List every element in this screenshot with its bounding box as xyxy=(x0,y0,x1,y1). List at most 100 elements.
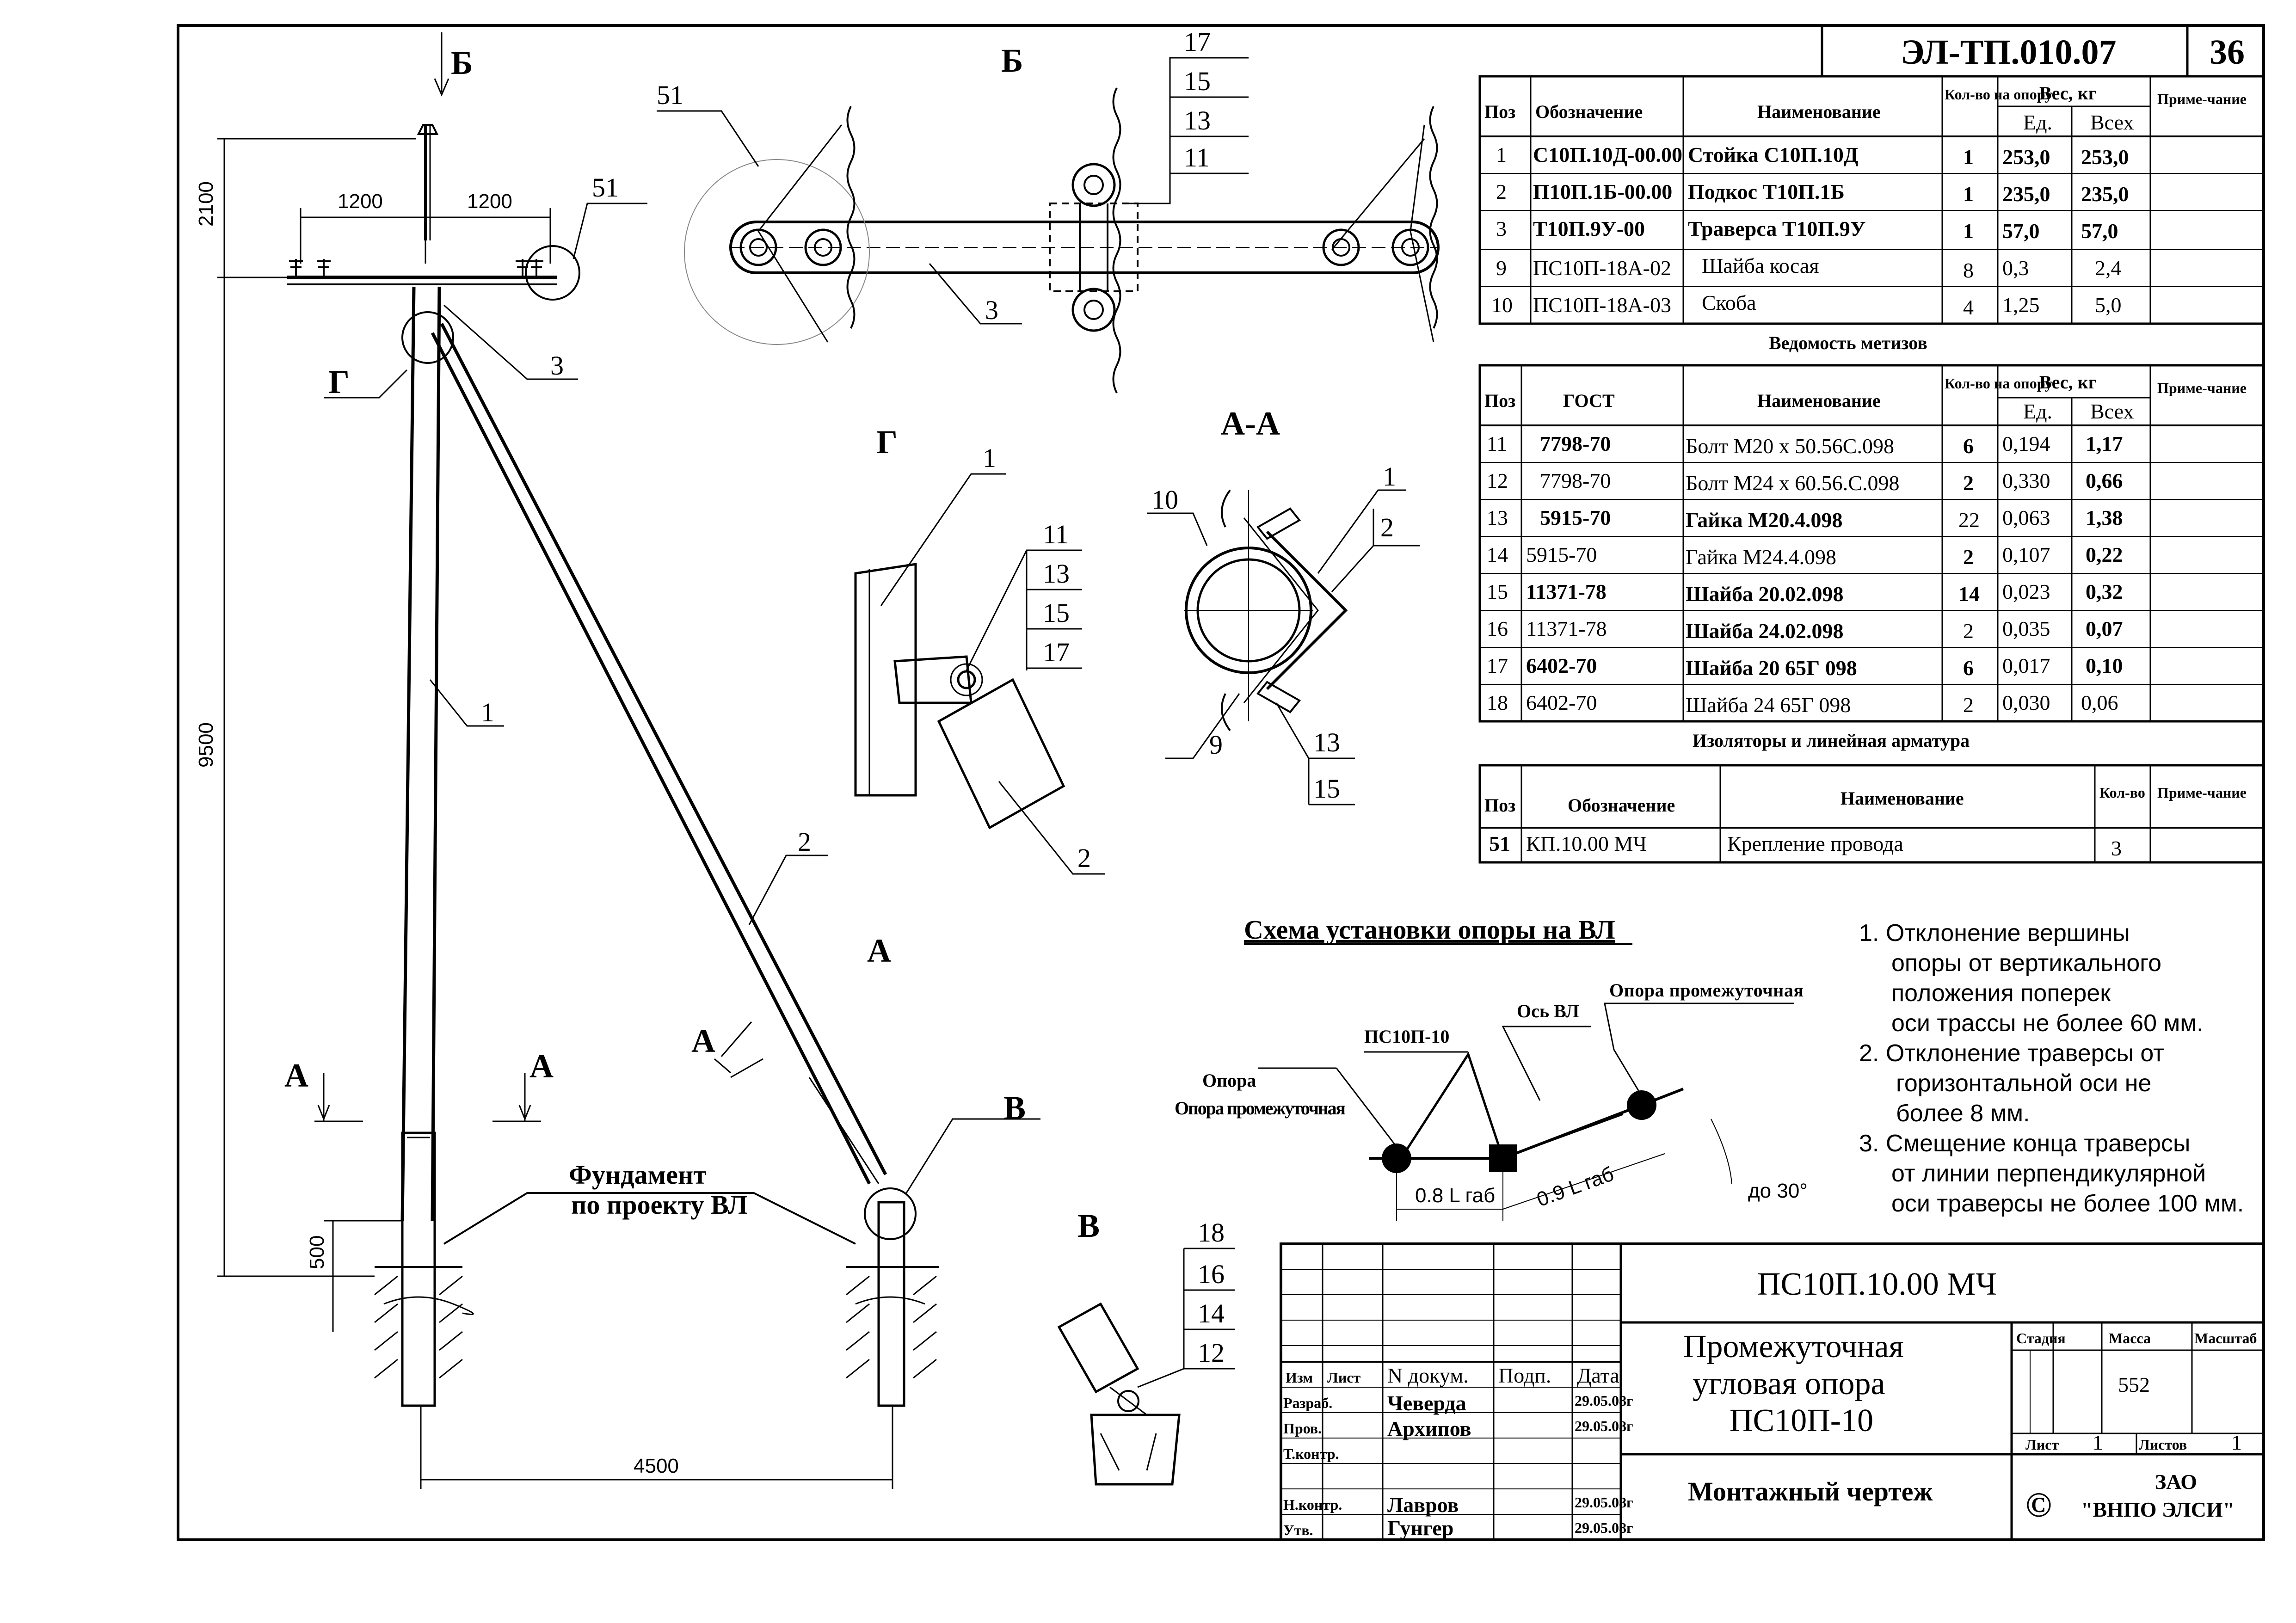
document-code: ЭЛ-ТП.010.07 xyxy=(1901,33,2117,72)
hw-h-name: Наименование xyxy=(1757,390,1881,411)
hw-r6-unit: 0,035 xyxy=(2002,617,2050,640)
ins-r1-designation: КП.10.00 МЧ xyxy=(1526,832,1647,855)
hw-r3-name: Гайка М20.4.098 xyxy=(1686,508,1842,532)
scheme-left-support-label: Опора промежуточная xyxy=(1175,1098,1346,1119)
note-line-5: 2. Отклонение траверсы от xyxy=(1859,1040,2164,1067)
ins-h-designation: Обозначение xyxy=(1568,795,1675,816)
note-line-1: 1. Отклонение вершины xyxy=(1859,920,2130,947)
ins-r1-qty: 3 xyxy=(2111,836,2122,860)
hw-r7-qty: 6 xyxy=(1963,656,1974,680)
hw-r5-total: 0,32 xyxy=(2086,580,2123,603)
hw-r8-total: 0,06 xyxy=(2081,691,2118,714)
tb-title-line1: Промежуточная xyxy=(1683,1329,1904,1365)
scheme-corner-label: ПС10П-10 xyxy=(1364,1026,1449,1047)
hw-r3-pos: 13 xyxy=(1487,506,1508,529)
tb-mass-value: 552 xyxy=(2118,1373,2150,1396)
callout-11-g: 11 xyxy=(1043,519,1069,549)
hardware-table-grid xyxy=(1478,364,2265,723)
hw-r2-pos: 12 xyxy=(1487,469,1508,492)
callout-2-g: 2 xyxy=(1077,843,1091,873)
hw-r4-unit: 0,107 xyxy=(2002,543,2050,566)
hw-r1-pos: 11 xyxy=(1487,432,1507,455)
spec-r5-pos: 10 xyxy=(1491,293,1513,317)
callout-15-b: 15 xyxy=(1184,66,1211,96)
callout-3-b: 3 xyxy=(985,295,998,325)
tb-role-5: Утв. xyxy=(1283,1522,1313,1538)
hw-r1-total: 1,17 xyxy=(2086,432,2123,455)
hw-r1-name: Болт М20 х 50.56С.098 xyxy=(1686,434,1894,458)
callout-10-aa: 10 xyxy=(1151,485,1178,515)
hw-r6-name: Шайба 24.02.098 xyxy=(1686,619,1844,643)
ins-h-qty: Кол-во xyxy=(2099,784,2145,801)
tb-role-3: Т.контр. xyxy=(1283,1445,1339,1462)
scheme-right-support-label: Опора промежуточная xyxy=(1609,980,1804,1001)
spec-h-name: Наименование xyxy=(1757,101,1881,122)
tb-date-2: 29.05.08г xyxy=(1575,1418,1633,1434)
hw-r1-qty: 6 xyxy=(1963,434,1974,458)
dim-2100: 2100 xyxy=(195,181,217,227)
hw-r7-unit: 0,017 xyxy=(2002,654,2050,677)
hw-r4-pos: 14 xyxy=(1487,543,1508,566)
tb-name-1: Чеверда xyxy=(1387,1391,1466,1415)
tb-h-list: Лист xyxy=(1327,1369,1360,1386)
view-b-plan xyxy=(684,87,1440,393)
spec-r2-qty: 1 xyxy=(1963,182,1974,206)
view-b-callouts xyxy=(657,57,1249,325)
callout-3-main: 3 xyxy=(550,350,564,381)
tb-scale-label: Масштаб xyxy=(2194,1330,2257,1346)
note-line-3: положения поперек xyxy=(1891,980,2111,1007)
insulators-title: Изоляторы и линейная арматура xyxy=(1693,730,1970,751)
scheme-right-support-dot xyxy=(1627,1090,1656,1120)
spec-r4-qty: 8 xyxy=(1963,258,1974,282)
spec-r3-total: 57,0 xyxy=(2081,219,2118,243)
view-label-a-brace: А xyxy=(691,1022,715,1059)
scheme-angle: до 30° xyxy=(1748,1180,1808,1202)
callout-13-b: 13 xyxy=(1184,105,1211,135)
ins-h-pos: Поз xyxy=(1484,795,1515,816)
callout-12-v: 12 xyxy=(1198,1338,1225,1368)
hw-r4-qty: 2 xyxy=(1963,545,1974,569)
note-line-10: оси траверсы не более 100 мм. xyxy=(1891,1190,2244,1217)
hw-r4-total: 0,22 xyxy=(2086,543,2123,566)
hw-h-note: Приме-чание xyxy=(2157,380,2247,396)
hw-r5-unit: 0,023 xyxy=(2002,580,2050,603)
hw-r2-unit: 0,330 xyxy=(2002,469,2050,492)
spec-r3-unit: 57,0 xyxy=(2002,219,2040,243)
spec-r1-qty: 1 xyxy=(1963,145,1974,169)
hw-r8-name: Шайба 24 65Г 098 xyxy=(1686,693,1851,717)
tb-name-5: Гунгер xyxy=(1387,1516,1453,1540)
tb-title-line2: угловая опора xyxy=(1693,1366,1885,1402)
dim-4500: 4500 xyxy=(634,1455,679,1477)
view-aa-title: А-А xyxy=(1221,405,1280,442)
hw-r8-unit: 0,030 xyxy=(2002,691,2050,714)
tb-name-2: Архипов xyxy=(1387,1417,1471,1440)
tb-company-line1: ЗАО xyxy=(2155,1470,2197,1494)
callout-9-aa: 9 xyxy=(1209,730,1223,760)
hw-r2-name: Болт М24 х 60.56.С.098 xyxy=(1686,471,1899,495)
callout-51-b: 51 xyxy=(657,80,683,110)
tb-stage-label: Стадия xyxy=(2016,1330,2066,1346)
hw-r3-total: 1,38 xyxy=(2086,506,2123,529)
copyright-icon: © xyxy=(2025,1486,2052,1525)
scheme-dim-right: 0.9 L габ xyxy=(1534,1162,1617,1211)
title-block-grid xyxy=(1280,1242,2265,1541)
spec-r3-pos: 3 xyxy=(1496,217,1507,240)
callout-15-g: 15 xyxy=(1043,598,1070,628)
tb-sheets-label: Листов xyxy=(2139,1436,2187,1453)
hw-r6-qty: 2 xyxy=(1963,619,1974,643)
callout-1-aa: 1 xyxy=(1383,461,1396,492)
note-line-8: 3. Смещение конца траверсы xyxy=(1859,1130,2190,1157)
callout-13-aa: 13 xyxy=(1313,727,1340,757)
callout-51-main: 51 xyxy=(592,172,619,203)
spec-r4-total: 2,4 xyxy=(2095,256,2122,280)
hardware-rows: 11 7798-70 Болт М20 х 50.56С.098 6 0,194… xyxy=(1487,432,2123,717)
view-label-a-left: А xyxy=(284,1057,308,1094)
spec-h-total: Всех xyxy=(2090,111,2134,134)
spec-r1-total: 253,0 xyxy=(2081,145,2129,169)
spec-r5-total: 5,0 xyxy=(2095,293,2122,317)
sheet-number: 36 xyxy=(2210,33,2245,72)
view-label-b-arrow: Б xyxy=(451,44,473,81)
scheme-dim-left: 0.8 L габ xyxy=(1415,1184,1495,1207)
callout-leaders xyxy=(324,203,1040,1193)
